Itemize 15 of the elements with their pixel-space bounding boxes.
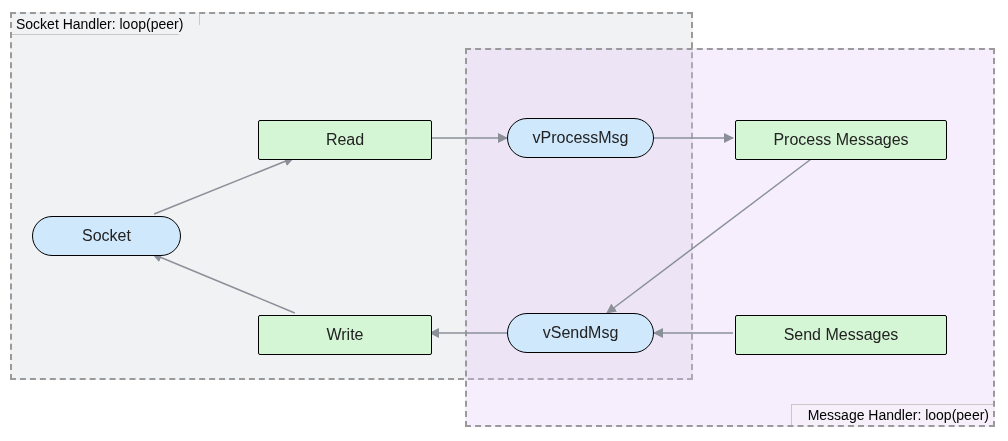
state-pill: vProcessMsg: [507, 118, 654, 158]
frame-label: Message Handler: loop(peer): [790, 404, 993, 425]
process-box: Send Messages: [735, 315, 947, 355]
process-box: Process Messages: [735, 120, 947, 160]
process-box: Write: [258, 315, 432, 355]
arrow: [653, 133, 734, 143]
arrow: [429, 133, 508, 143]
group-frame: [465, 48, 995, 427]
arrow: [429, 328, 508, 338]
group-frame: [10, 12, 693, 380]
arrow: [653, 328, 734, 338]
state-pill: Socket: [32, 216, 181, 256]
state-pill: vSendMsg: [507, 313, 654, 353]
process-box: Read: [258, 120, 432, 160]
frame-label: Socket Handler: loop(peer): [12, 14, 201, 35]
